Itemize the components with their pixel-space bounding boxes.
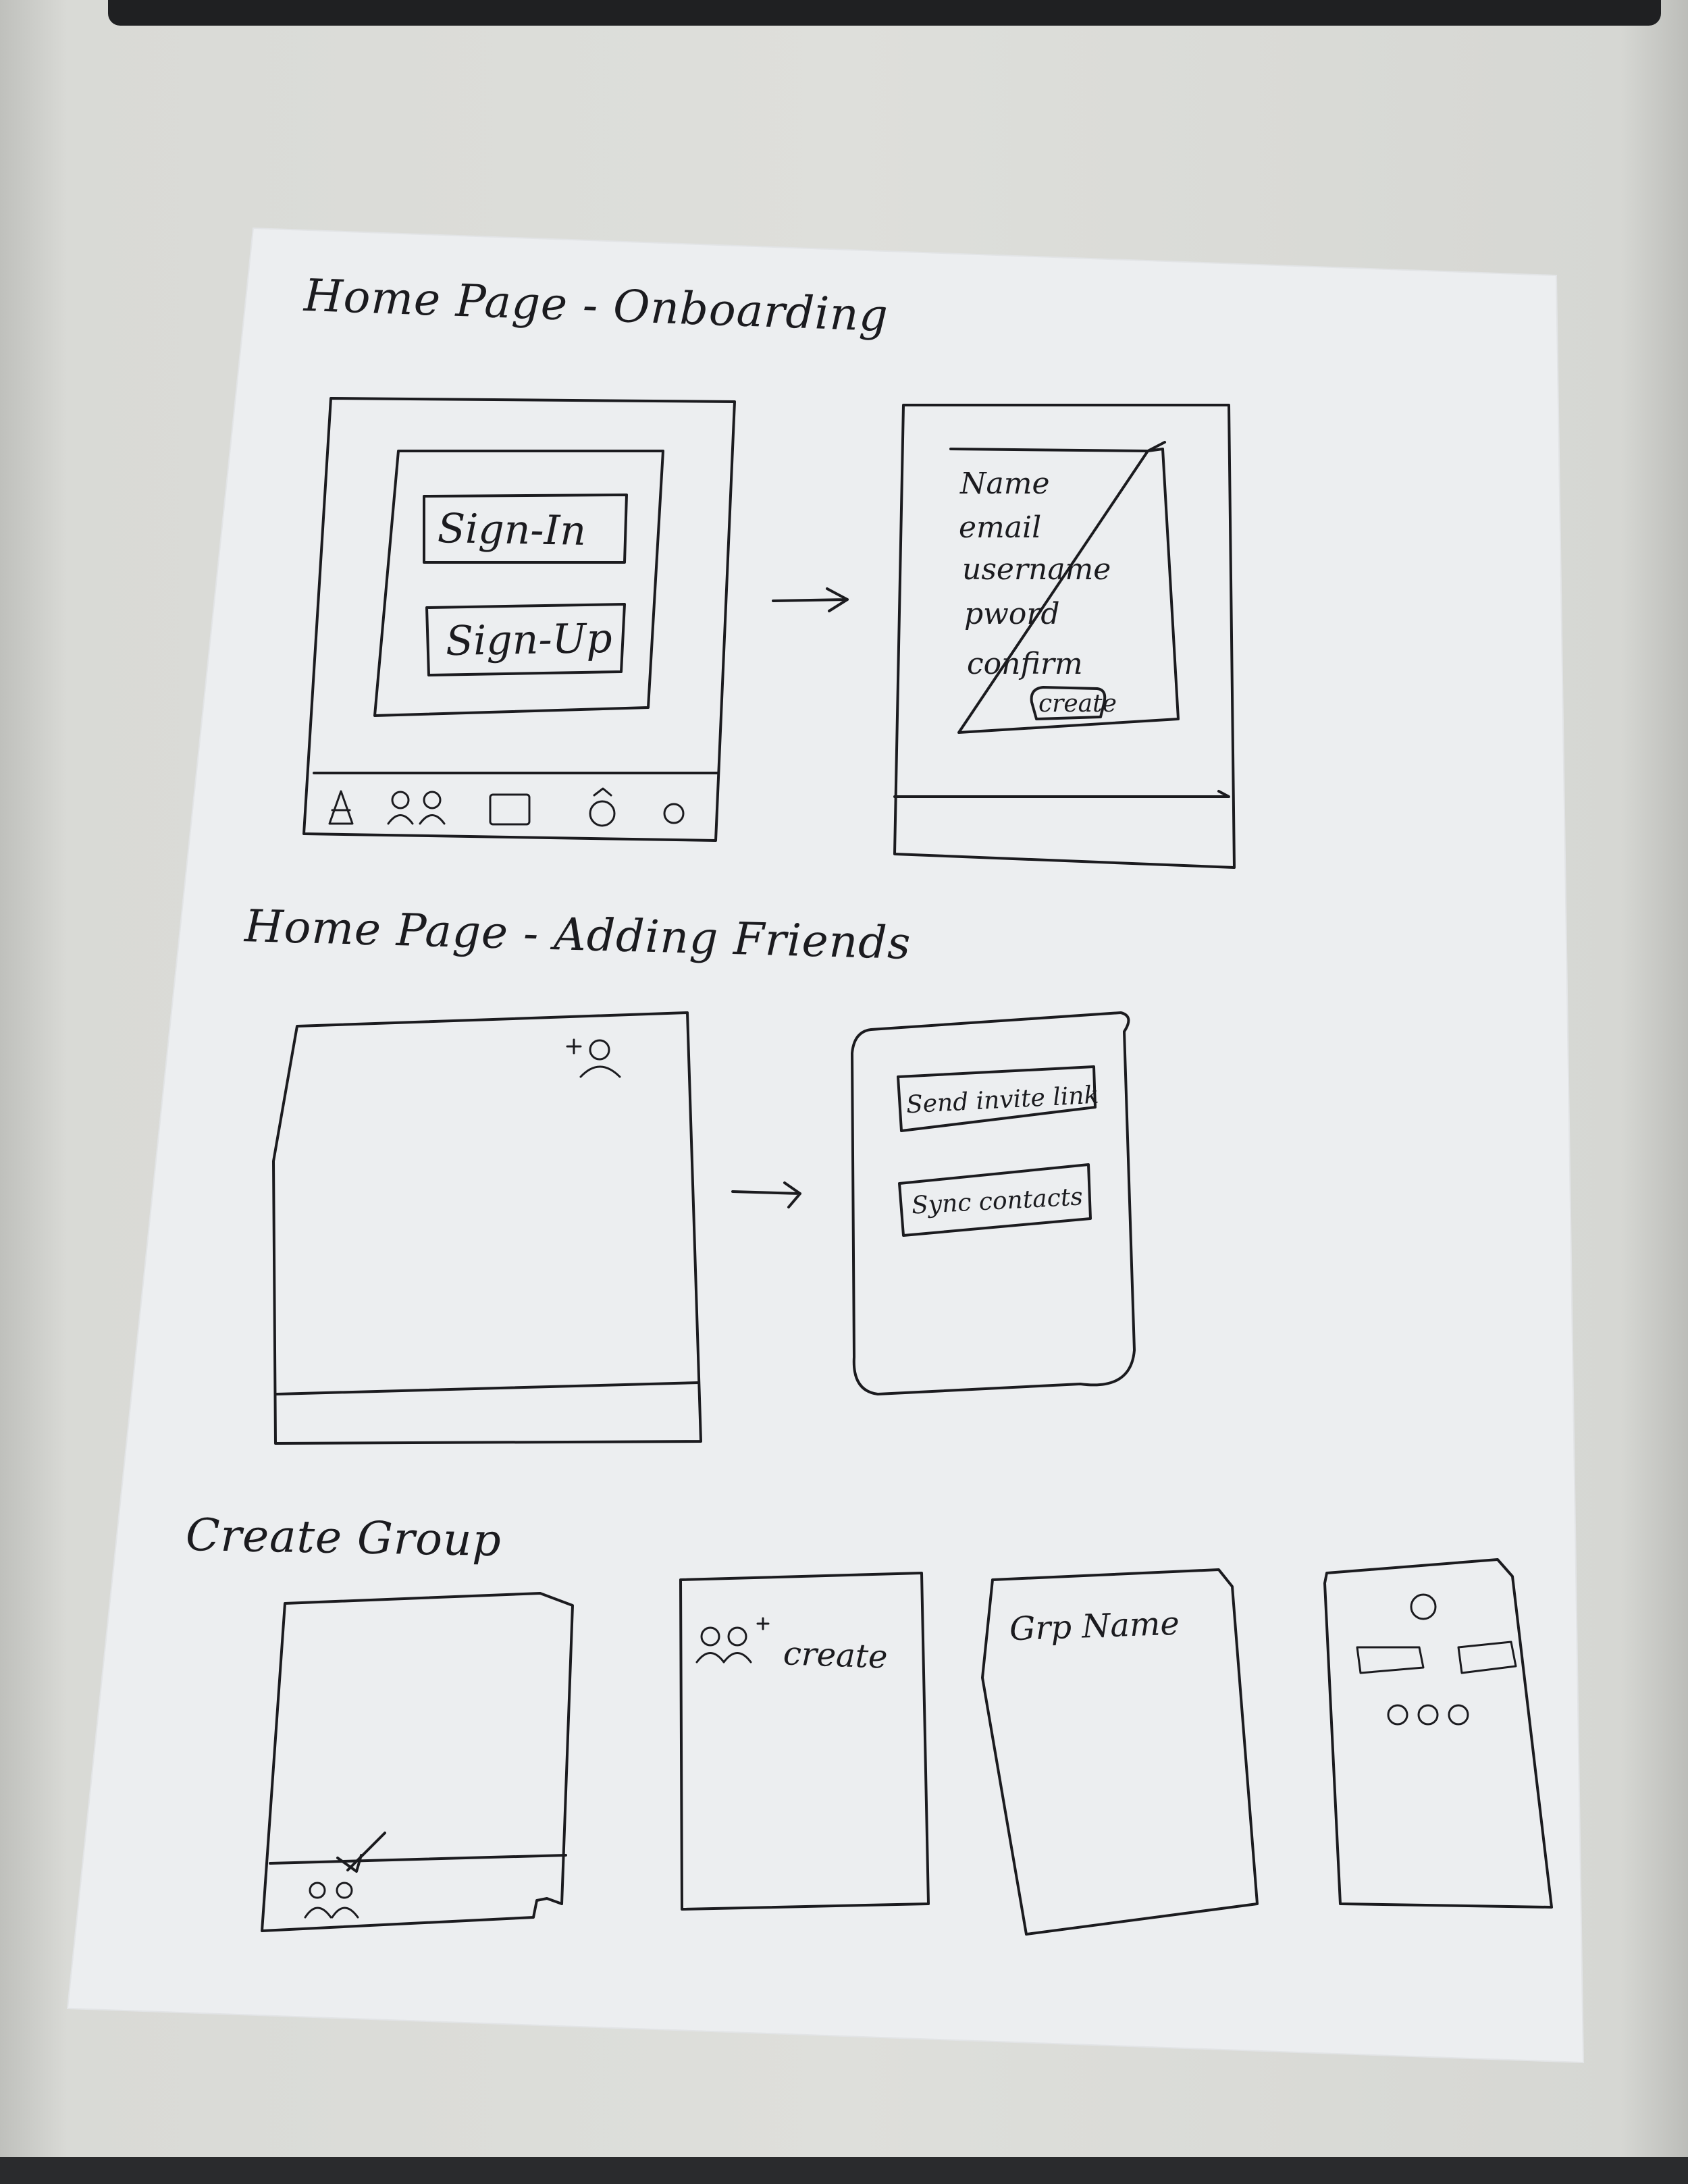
form-field-password[interactable]: pword (964, 600, 1060, 629)
signin-button[interactable]: Sign-In (437, 508, 586, 552)
form-field-name[interactable]: Name (960, 469, 1050, 499)
group-name-field[interactable]: Grp Name (1009, 1607, 1180, 1646)
paper-sheet (68, 228, 1583, 2062)
create-group-button[interactable]: create (783, 1637, 888, 1673)
form-field-confirm[interactable]: confirm (967, 649, 1083, 679)
section-title-create-group: Create Group (185, 1513, 502, 1563)
form-field-username[interactable]: username (962, 555, 1111, 585)
create-account-button[interactable]: create (1038, 692, 1117, 716)
signup-button[interactable]: Sign-Up (445, 618, 612, 662)
form-field-email[interactable]: email (959, 513, 1041, 543)
